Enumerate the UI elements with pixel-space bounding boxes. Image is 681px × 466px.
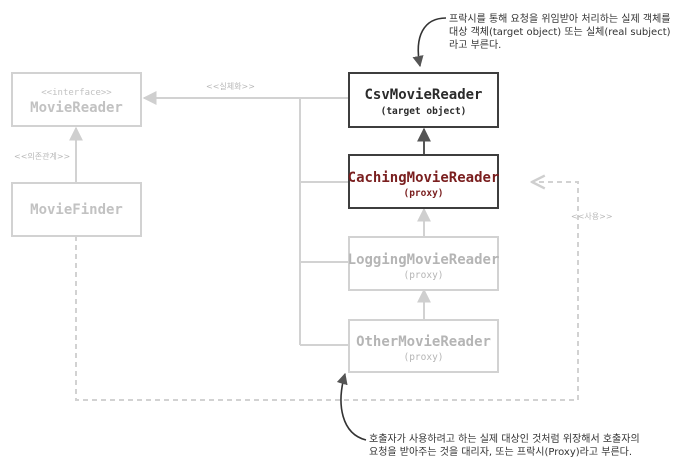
target-note-line-1: 프락시를 통해 요청을 위임받아 처리하는 실제 객체를 bbox=[449, 12, 670, 25]
proxy-note-line-2: 요청을 받아주는 것을 대리자, 또는 프락시(Proxy)라고 부른다. bbox=[369, 446, 632, 458]
usage-dashed-arrow bbox=[75, 182, 579, 401]
proxy-note-line-1: 호출자가 사용하려고 하는 실제 대상인 것처럼 위장해서 호출자의 bbox=[369, 432, 640, 445]
movie-finder-name: MovieFinder bbox=[30, 202, 123, 218]
target-note-line-2: 대상 객체(target object) 또는 실체(real subject) bbox=[449, 26, 671, 38]
realization-connectors bbox=[299, 97, 348, 346]
realization-label: <<실체화>> bbox=[206, 81, 255, 91]
target-note-line-3: 라고 부른다. bbox=[449, 39, 501, 51]
movie-reader-stereotype: <<interface>> bbox=[41, 88, 112, 98]
other-movie-reader-box: OtherMovieReader (proxy) bbox=[348, 319, 499, 373]
csv-movie-reader-name: CsvMovieReader bbox=[364, 87, 482, 103]
target-note-pointer bbox=[412, 17, 447, 68]
csv-movie-reader-box: CsvMovieReader (target object) bbox=[348, 72, 499, 128]
other-movie-reader-name: OtherMovieReader bbox=[356, 334, 491, 350]
proxy-note: 호출자가 사용하려고 하는 실제 대상인 것처럼 위장해서 호출자의 요청을 받… bbox=[369, 432, 640, 458]
logging-movie-reader-name: LoggingMovieReader bbox=[348, 252, 500, 268]
caching-movie-reader-name: CachingMovieReader bbox=[348, 170, 500, 186]
logging-movie-reader-box: LoggingMovieReader (proxy) bbox=[348, 236, 500, 291]
caching-movie-reader-box: CachingMovieReader (proxy) bbox=[348, 154, 500, 209]
other-movie-reader-sub: (proxy) bbox=[403, 352, 443, 363]
movie-reader-name: MovieReader bbox=[30, 100, 123, 116]
movie-finder-box: MovieFinder bbox=[11, 182, 142, 237]
logging-movie-reader-sub: (proxy) bbox=[403, 270, 443, 281]
usage-label: <<사용>> bbox=[571, 212, 613, 221]
target-object-note: 프락시를 통해 요청을 위임받아 처리하는 실제 객체를 대상 객체(targe… bbox=[449, 12, 671, 51]
movie-reader-box: <<interface>> MovieReader bbox=[11, 72, 142, 127]
caching-movie-reader-sub: (proxy) bbox=[403, 188, 443, 199]
csv-movie-reader-sub: (target object) bbox=[381, 106, 467, 117]
proxy-note-pointer bbox=[336, 372, 367, 441]
dependency-label: <<의존관계>> bbox=[14, 151, 70, 161]
